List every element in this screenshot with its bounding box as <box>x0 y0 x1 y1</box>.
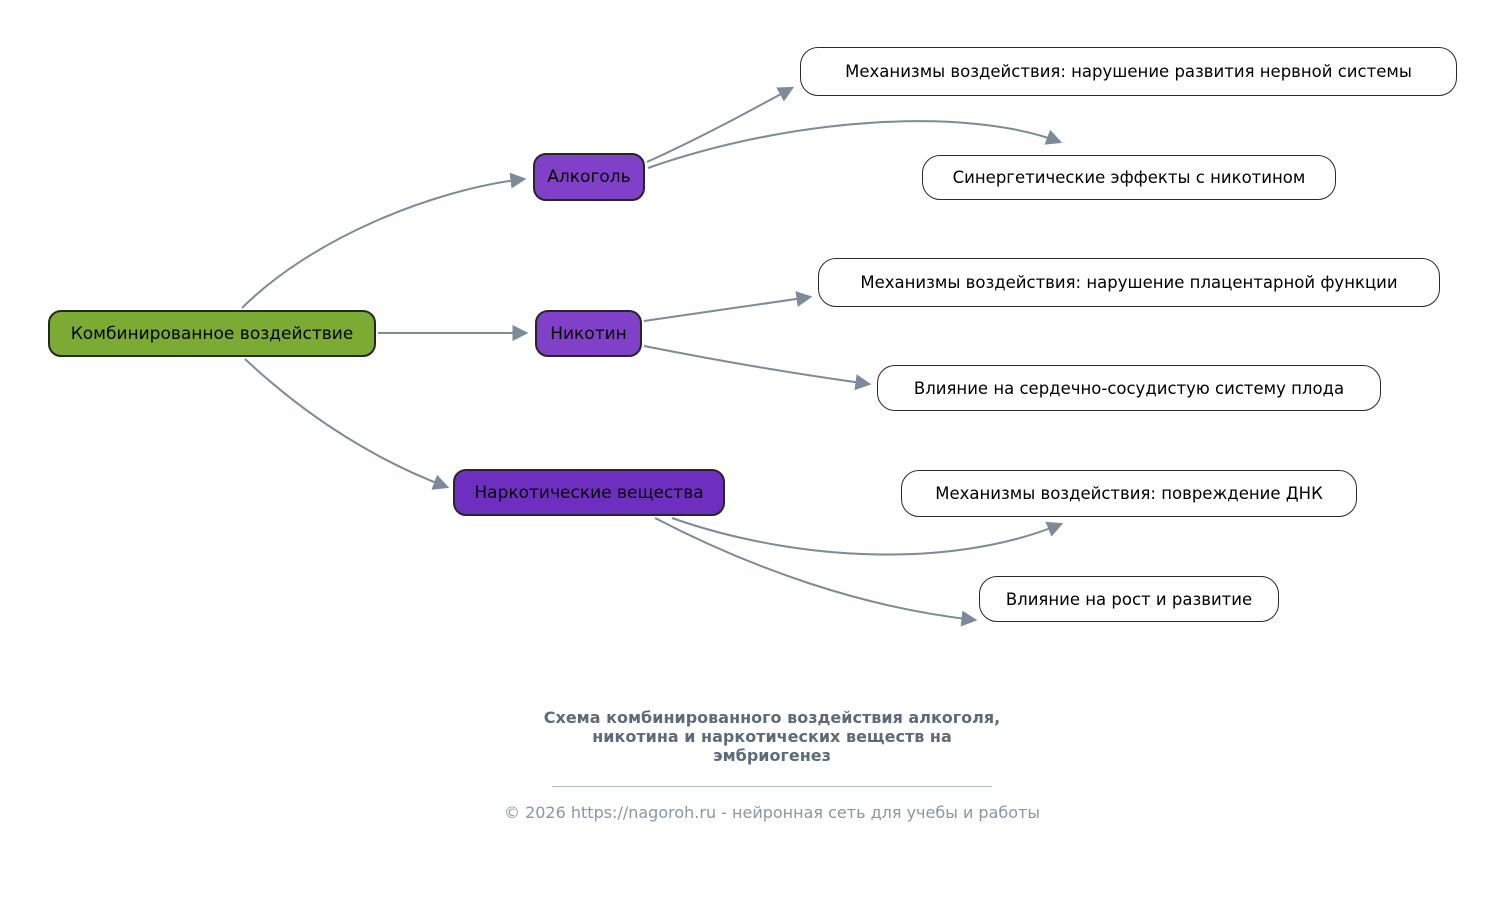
leaf-alcohol-synergy: Синергетические эффекты с никотином <box>922 155 1336 200</box>
arrow-root-alcohol <box>241 172 527 309</box>
leaf-narcotics-growth: Влияние на рост и развитие <box>979 576 1279 622</box>
footer-divider <box>552 786 992 787</box>
branch-node-alcohol: Алкоголь <box>533 153 645 201</box>
copyright-text: © 2026 https://nagoroh.ru - нейронная се… <box>503 803 1040 822</box>
leaf-nicotine-cardio: Влияние на сердечно-сосудистую систему п… <box>877 365 1381 411</box>
leaf-alcohol-mechanisms: Механизмы воздействия: нарушение развити… <box>800 47 1457 96</box>
branch-node-nicotine: Никотин <box>535 310 642 357</box>
leaf-nicotine-mechanisms: Механизмы воздействия: нарушение плацент… <box>818 258 1440 307</box>
root-node-combined-impact: Комбинированное воздействие <box>48 310 376 357</box>
arrow-nicotine-mechanisms <box>643 291 813 322</box>
arrow-root-narcotics <box>244 358 450 490</box>
arrow-narcotics-dna <box>671 517 1064 556</box>
footer: Схема комбинированного воздействия алког… <box>372 708 1172 822</box>
arrow-nicotine-cardio <box>643 345 872 391</box>
branch-node-narcotics: Наркотические вещества <box>453 469 725 516</box>
leaf-narcotics-dna: Механизмы воздействия: повреждение ДНК <box>901 470 1357 517</box>
diagram-caption: Схема комбинированного воздействия алког… <box>543 708 1001 765</box>
arrow-alcohol-mechanisms <box>646 86 795 163</box>
arrow-narcotics-growth <box>654 517 978 627</box>
